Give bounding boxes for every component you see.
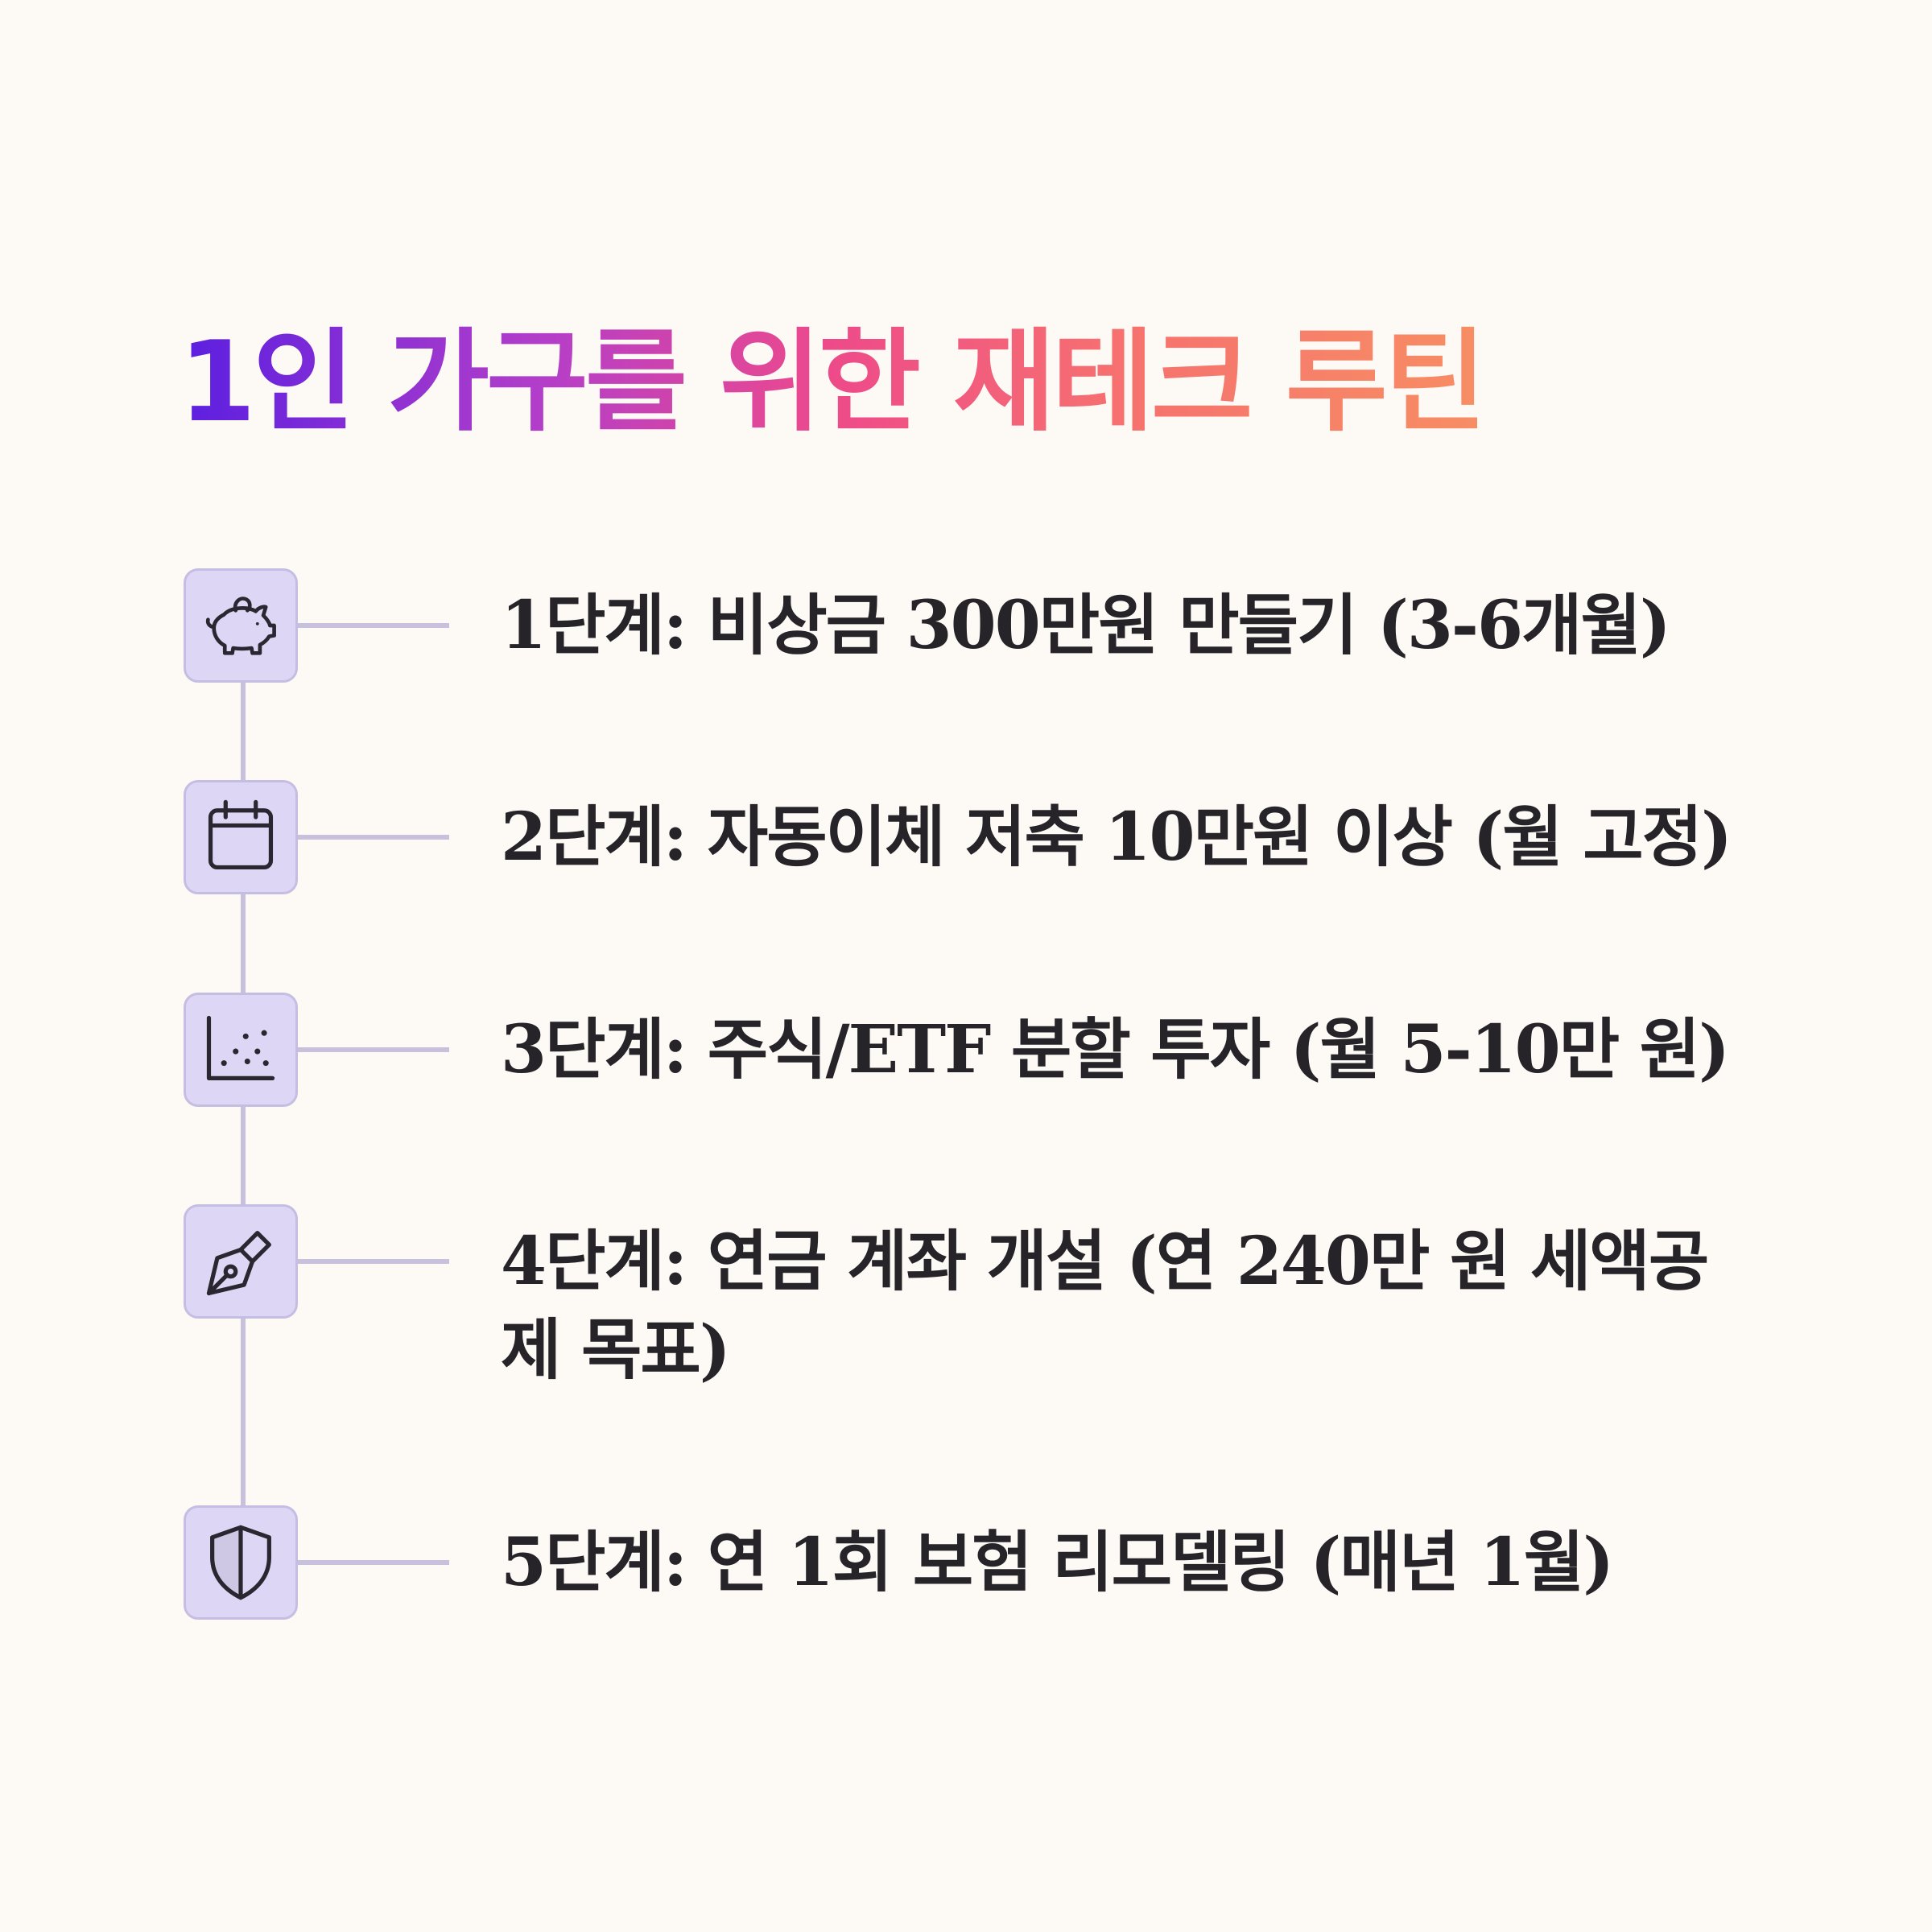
pen-nib-icon xyxy=(206,1231,271,1296)
step-2-connector xyxy=(298,835,449,840)
step-5-connector xyxy=(298,1560,449,1565)
step-2-text: 2단계: 자동이체 저축 10만원 이상 (월 고정) xyxy=(501,799,1732,876)
step-4-text: 4단계: 연금 계좌 개설 (연 240만 원 세액공제 목표) xyxy=(501,1223,1709,1389)
page-title: 1인 가구를 위한 재테크 루틴 xyxy=(179,310,1487,455)
piggy-bank-icon xyxy=(205,597,276,655)
step-4-connector xyxy=(298,1259,449,1264)
step-3-icon-box xyxy=(184,993,298,1107)
step-1-connector xyxy=(298,623,449,628)
step-5-text: 5단계: 연 1회 보험 리모델링 (매년 1월) xyxy=(501,1524,1614,1601)
step-3-connector xyxy=(298,1047,449,1052)
step-5-icon-box xyxy=(184,1505,298,1620)
scatter-chart-icon xyxy=(206,1015,275,1080)
step-3-text: 3단계: 주식/ETF 분할 투자 (월 5-10만 원) xyxy=(501,1011,1730,1088)
calendar-icon xyxy=(208,799,274,870)
step-1-icon-box xyxy=(184,568,298,683)
shield-icon xyxy=(210,1525,271,1600)
step-2-icon-box xyxy=(184,780,298,894)
step-4-icon-box xyxy=(184,1204,298,1319)
step-1-text: 1단계: 비상금 300만원 만들기 (3-6개월) xyxy=(501,587,1671,664)
